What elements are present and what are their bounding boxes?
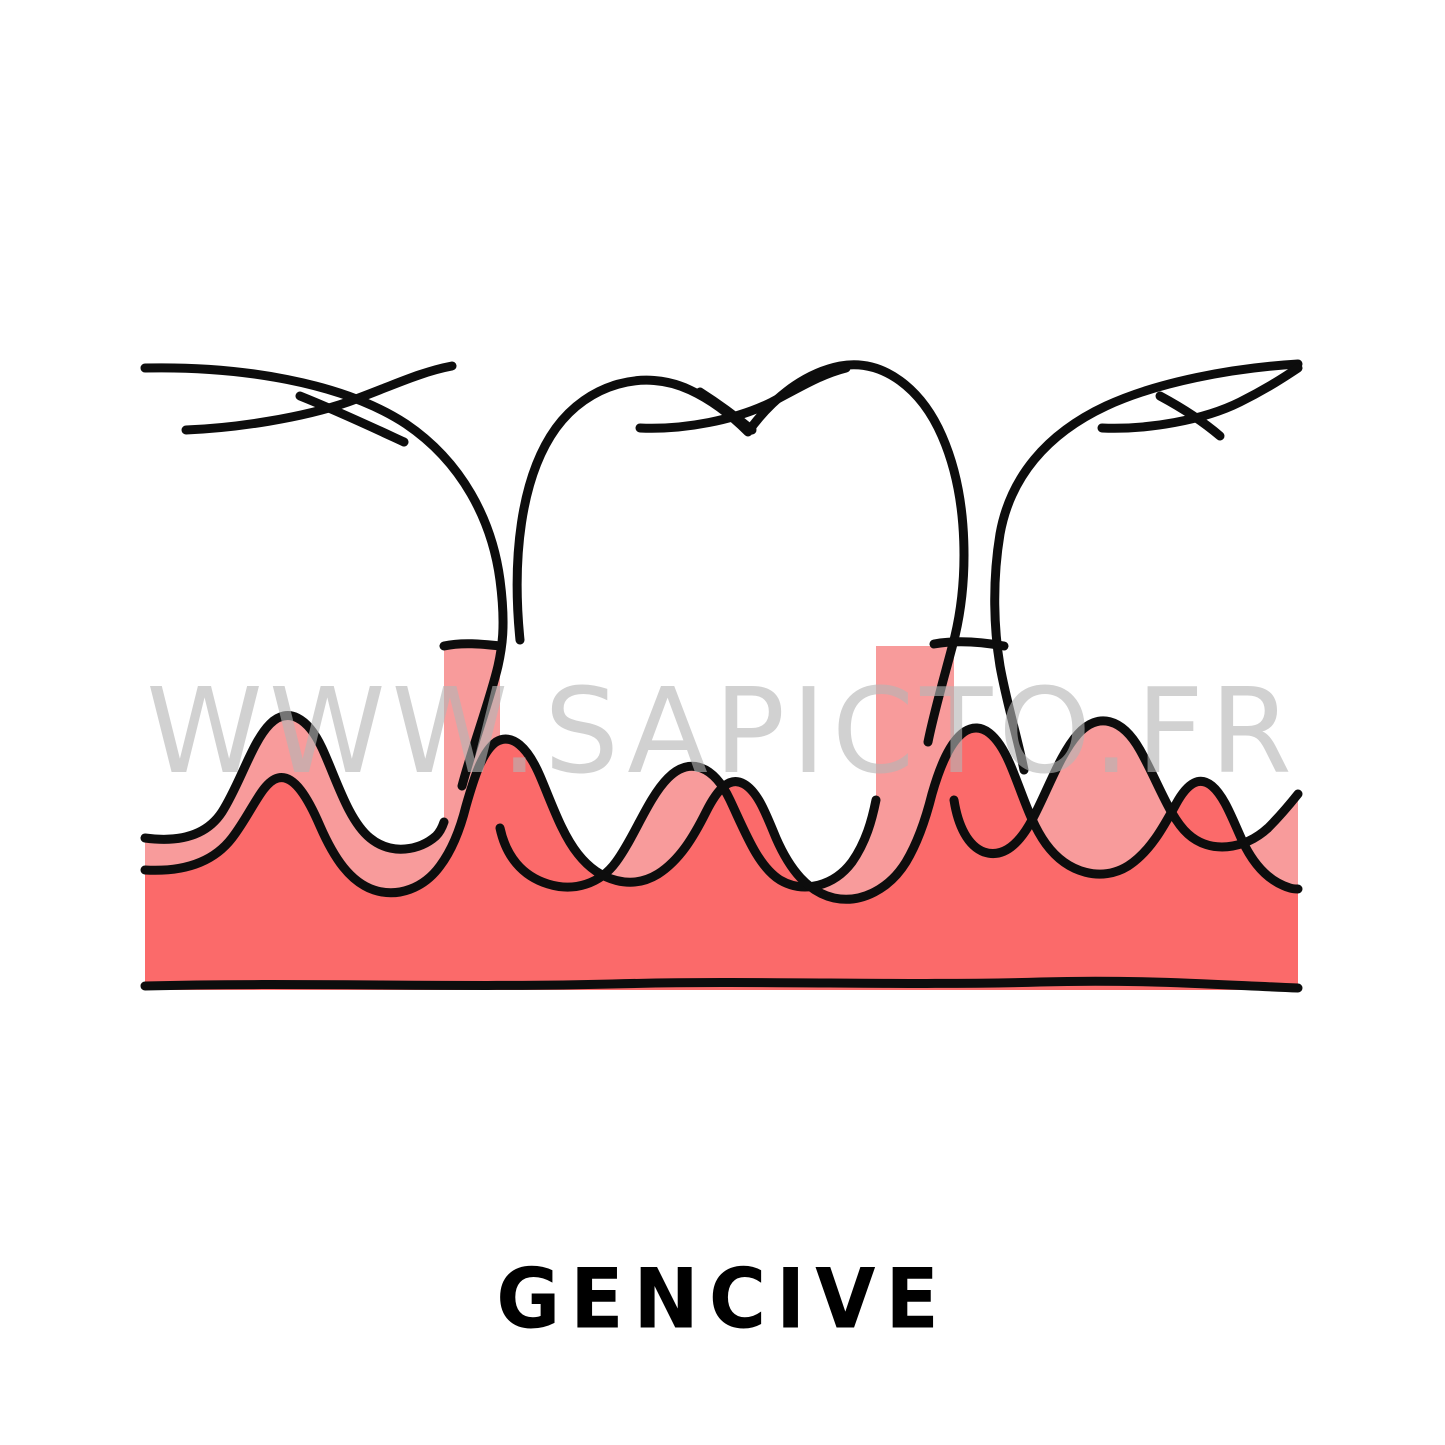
gum-inner-layer: [145, 727, 1298, 990]
tooth-left-outline: [140, 363, 508, 791]
tooth-right-body: [1007, 362, 1298, 646]
tooth-right-fissure: [1097, 363, 1303, 433]
tooth-center-fissure: [635, 363, 851, 433]
teeth-outlines: [140, 359, 1303, 791]
tooth-right-cusp-line: [1155, 391, 1225, 441]
tooth-left-fissure: [181, 361, 457, 435]
gum-outer-outline-3: [949, 716, 1303, 858]
papilla-right-cap: [929, 637, 1009, 651]
gum-base-line: [140, 976, 1303, 993]
watermark-text: WWW.SAPICTO.FR: [146, 662, 1298, 800]
tooth-left-cusp-line: [295, 391, 409, 447]
tooth-right-outline: [990, 359, 1303, 775]
tooth-center-body: [534, 370, 962, 692]
gum-outer-outline: [140, 711, 449, 854]
gum-inner-outline: [140, 723, 1303, 904]
gum-outer-outline-2: [495, 761, 881, 892]
papilla-left-cap: [439, 639, 505, 651]
tooth-center-cusp-line: [695, 387, 757, 435]
